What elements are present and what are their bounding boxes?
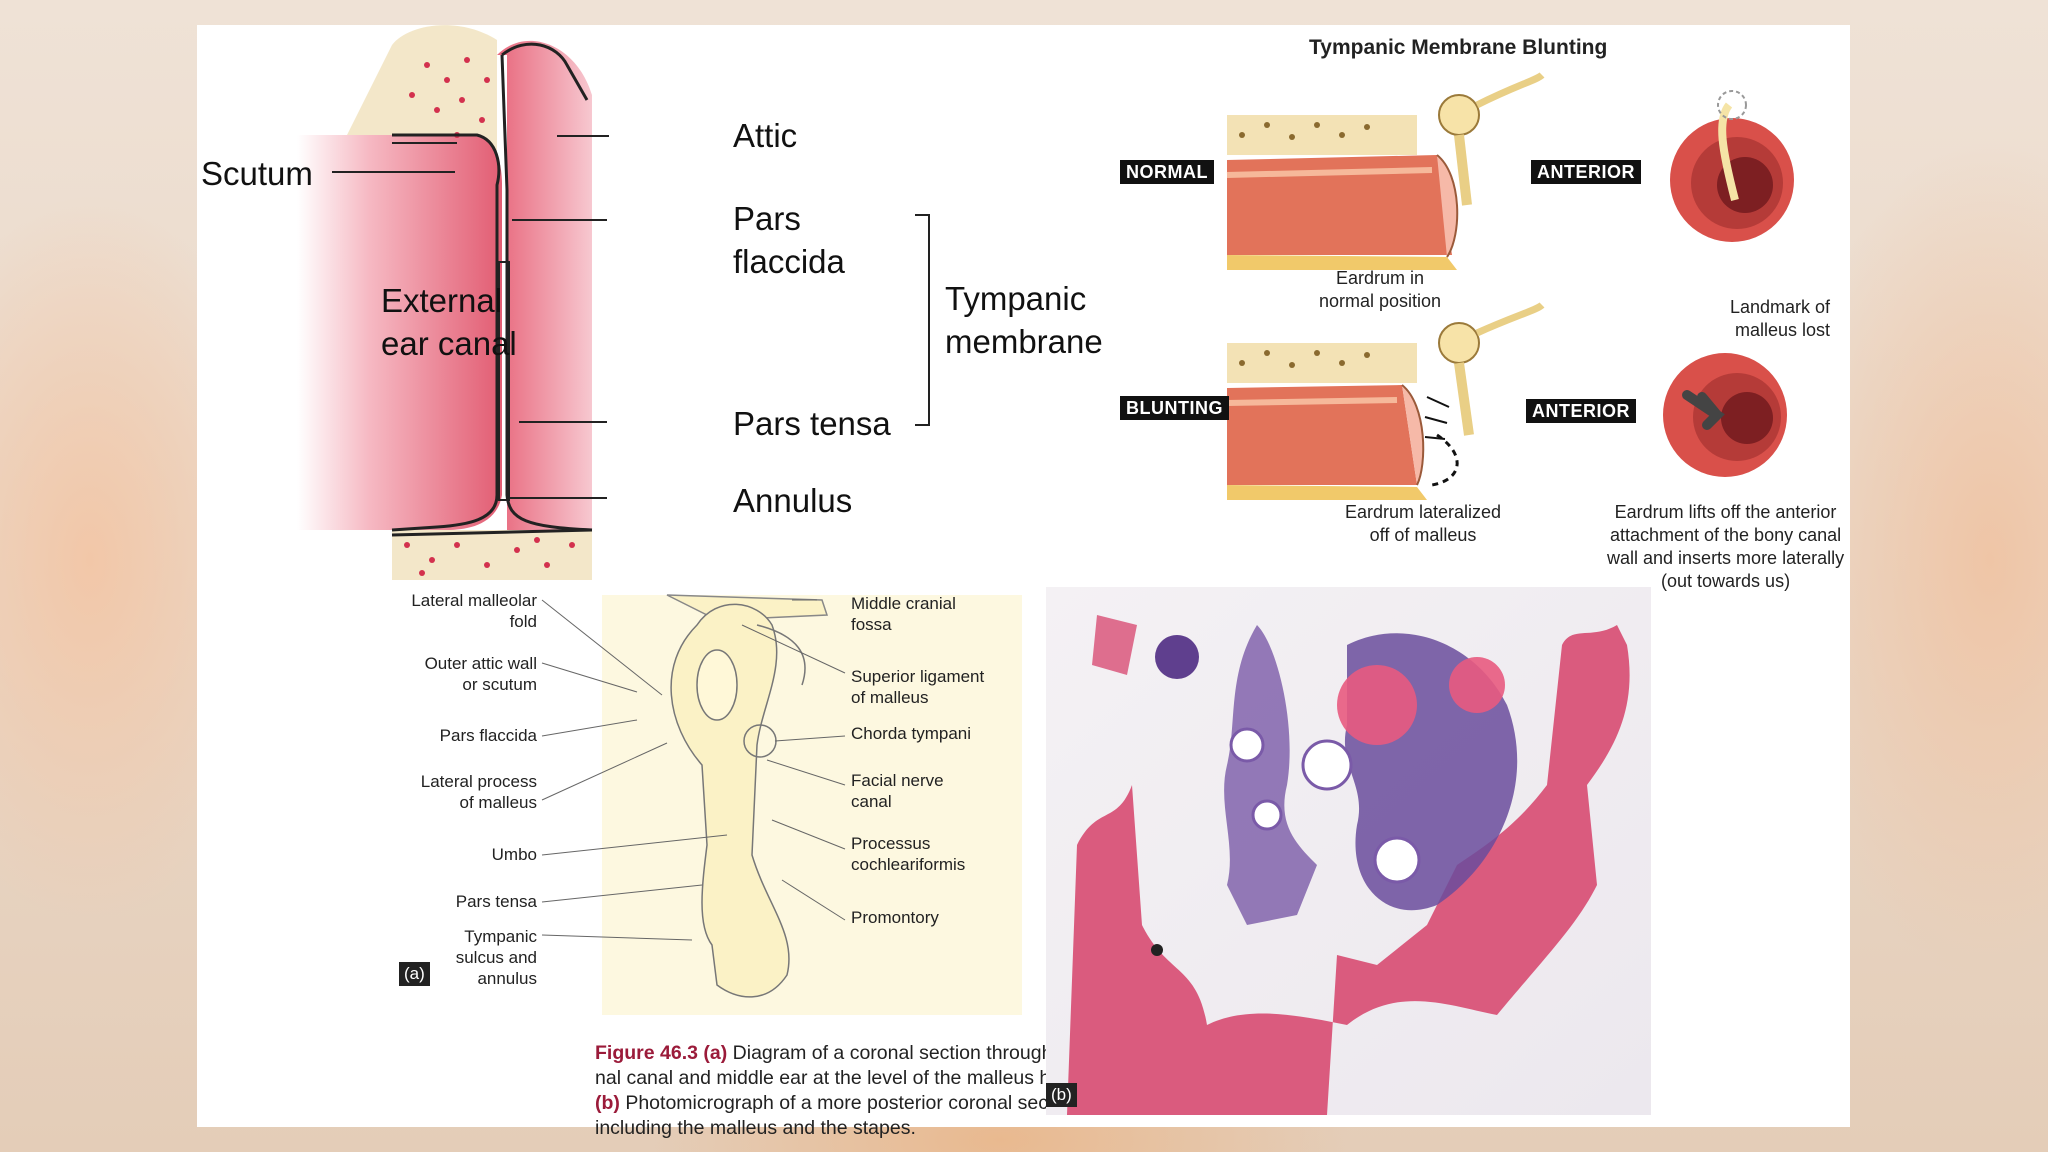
- slide: Scutum Attic Pars flaccida External ear …: [197, 25, 1850, 1139]
- label-pars-flaccida: Pars flaccida: [733, 200, 845, 280]
- label-attic: Attic: [733, 117, 798, 154]
- tag-blunting: BLUNTING: [1120, 396, 1229, 420]
- caption-part-b: (b): [595, 1092, 620, 1114]
- label-annulus: Annulus: [733, 482, 853, 519]
- label-external-ear-canal: External ear canal: [381, 282, 517, 362]
- label-pars-tensa: Pars tensa: [733, 405, 891, 442]
- tag-normal: NORMAL: [1120, 160, 1214, 184]
- label-pars-tensa-small: Pars tensa: [455, 892, 537, 911]
- canal-fill: [297, 135, 502, 530]
- label-processus-cochleariformis: Processus cochleariformis: [851, 834, 966, 874]
- middle-ear-fill: [497, 40, 592, 530]
- label-umbo: Umbo: [491, 845, 537, 864]
- caption-landmark-lost: Landmark of malleus lost: [1730, 297, 1831, 340]
- ear-canal-diagram: [297, 25, 930, 580]
- label-lateral-malleolar-fold: Lateral malleolar fold: [411, 591, 537, 631]
- label-tympanic-sulcus: Tympanic sulcus and annulus: [455, 927, 537, 988]
- anterior-eardrum-blunting: [1663, 353, 1787, 477]
- label-superior-ligament: Superior ligament of malleus: [851, 667, 985, 707]
- blunting-canal-illustration: [1226, 302, 1545, 500]
- label-facial-nerve-canal: Facial nerve canal: [851, 771, 944, 811]
- caption-normal-position: Eardrum in normal position: [1319, 268, 1442, 311]
- floor-bone: [392, 530, 592, 580]
- caption-part-a: (a): [703, 1042, 728, 1064]
- label-promontory: Promontory: [851, 908, 939, 927]
- caption-figure-number: Figure 46.3: [595, 1042, 698, 1064]
- histo-bone-pink: [1067, 625, 1630, 1115]
- figure-b-photomicrograph: [1046, 587, 1651, 1115]
- figure-a-diagram: [541, 594, 1022, 1015]
- anterior-eardrum-normal: [1670, 90, 1794, 242]
- tag-anterior-2: ANTERIOR: [1526, 399, 1636, 423]
- label-scutum: Scutum: [201, 155, 313, 192]
- plate-label-b: (b): [1046, 1083, 1077, 1107]
- label-chorda-tympani: Chorda tympani: [851, 724, 972, 743]
- plate-label-a: (a): [399, 962, 430, 986]
- label-tympanic-membrane: Tympanic membrane: [945, 280, 1103, 360]
- label-lateral-process: Lateral process of malleus: [420, 772, 537, 812]
- normal-canal-illustration: [1226, 72, 1545, 270]
- blunting-illustrations: [1226, 72, 1794, 500]
- tag-anterior-1: ANTERIOR: [1531, 160, 1641, 184]
- label-outer-attic-wall: Outer attic wall or scutum: [424, 654, 537, 694]
- label-middle-cranial-fossa: Middle cranial fossa: [851, 594, 956, 634]
- caption-lateralized: Eardrum lateralized off of malleus: [1345, 502, 1502, 545]
- caption-lifts-off: Eardrum lifts off the anterior attachmen…: [1607, 502, 1845, 591]
- label-pars-flaccida-small: Pars flaccida: [439, 726, 537, 745]
- blunting-title: Tympanic Membrane Blunting: [1309, 36, 1608, 59]
